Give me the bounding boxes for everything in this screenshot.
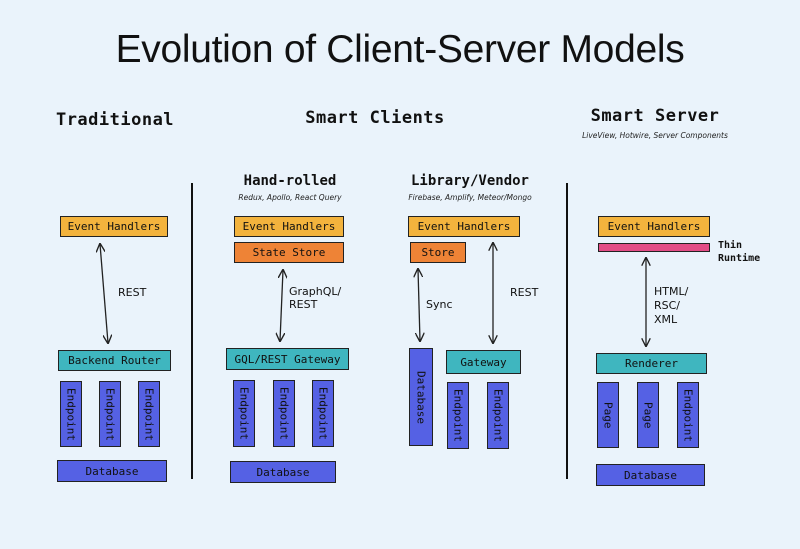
smart-server-note: LiveView, Hotwire, Server Components [582, 131, 728, 140]
trad-rest-label: REST [118, 286, 147, 299]
srv-endpoint: Endpoint [677, 382, 699, 448]
hr-state-store: State Store [234, 242, 344, 263]
hr-arrow [280, 270, 283, 341]
lib-rest-label: REST [510, 286, 539, 299]
divider-right [566, 183, 568, 479]
lib-gateway: Gateway [446, 350, 521, 374]
srv-thin-runtime-bar [598, 243, 710, 252]
lib-sync-label: Sync [426, 298, 453, 311]
lib-endpoint-2-label: Endpoint [491, 389, 505, 442]
trad-arrow [100, 244, 108, 343]
heading-smart-server: Smart Server [590, 106, 720, 126]
srv-thin-label: Thin [718, 240, 743, 251]
lib-database-label: Database [414, 370, 428, 424]
srv-arrow-label-3: XML [654, 313, 678, 326]
srv-runtime-label: Runtime [718, 253, 761, 264]
srv-page-1-label: Page [601, 401, 615, 429]
heading-library-vendor: Library/Vendor [410, 173, 529, 189]
lib-endpoint-1: Endpoint [447, 382, 469, 449]
trad-endpoint-1: Endpoint [60, 381, 82, 447]
hr-gateway: GQL/REST Gateway [226, 348, 349, 370]
trad-database: Database [57, 460, 167, 482]
trad-endpoint-1-label: Endpoint [64, 387, 78, 441]
srv-renderer: Renderer [596, 353, 707, 374]
trad-endpoint-2: Endpoint [99, 381, 121, 447]
heading-traditional: Traditional [55, 110, 175, 130]
hr-endpoint-1-label: Endpoint [237, 387, 251, 440]
hr-endpoint-1: Endpoint [233, 380, 255, 447]
hr-arrow-label-1: GraphQL/ [289, 285, 342, 298]
library-vendor-note: Firebase, Amplify, Meteor/Mongo [408, 193, 532, 202]
hr-event-handlers: Event Handlers [234, 216, 344, 237]
lib-endpoint-1-label: Endpoint [451, 389, 465, 442]
srv-page-1: Page [597, 382, 619, 448]
trad-backend-router: Backend Router [58, 350, 171, 371]
trad-event-handlers: Event Handlers [60, 216, 168, 237]
hr-database: Database [230, 461, 336, 483]
srv-arrow-label-1: HTML/ [654, 285, 689, 298]
trad-endpoint-2-label: Endpoint [103, 387, 117, 441]
page-title: Evolution of Client-Server Models [115, 28, 685, 71]
hr-endpoint-3: Endpoint [312, 380, 334, 447]
srv-endpoint-label: Endpoint [681, 388, 695, 442]
hr-arrow-label-2: REST [289, 298, 318, 311]
srv-page-2-label: Page [641, 401, 655, 429]
hand-rolled-note: Redux, Apollo, React Query [238, 193, 342, 202]
srv-event-handlers: Event Handlers [598, 216, 710, 237]
divider-left [191, 183, 193, 479]
trad-endpoint-3-label: Endpoint [142, 387, 156, 441]
hr-endpoint-2: Endpoint [273, 380, 295, 447]
hr-endpoint-2-label: Endpoint [277, 387, 291, 440]
lib-database: Database [409, 348, 433, 446]
srv-page-2: Page [637, 382, 659, 448]
trad-endpoint-3: Endpoint [138, 381, 160, 447]
lib-sync-arrow [418, 269, 420, 341]
lib-store: Store [410, 242, 466, 263]
heading-hand-rolled: Hand-rolled [243, 173, 337, 189]
heading-smart-clients: Smart Clients [305, 108, 445, 128]
hr-endpoint-3-label: Endpoint [316, 387, 330, 440]
lib-event-handlers: Event Handlers [408, 216, 520, 237]
lib-endpoint-2: Endpoint [487, 382, 509, 449]
srv-database: Database [596, 464, 705, 486]
srv-arrow-label-2: RSC/ [654, 299, 681, 312]
